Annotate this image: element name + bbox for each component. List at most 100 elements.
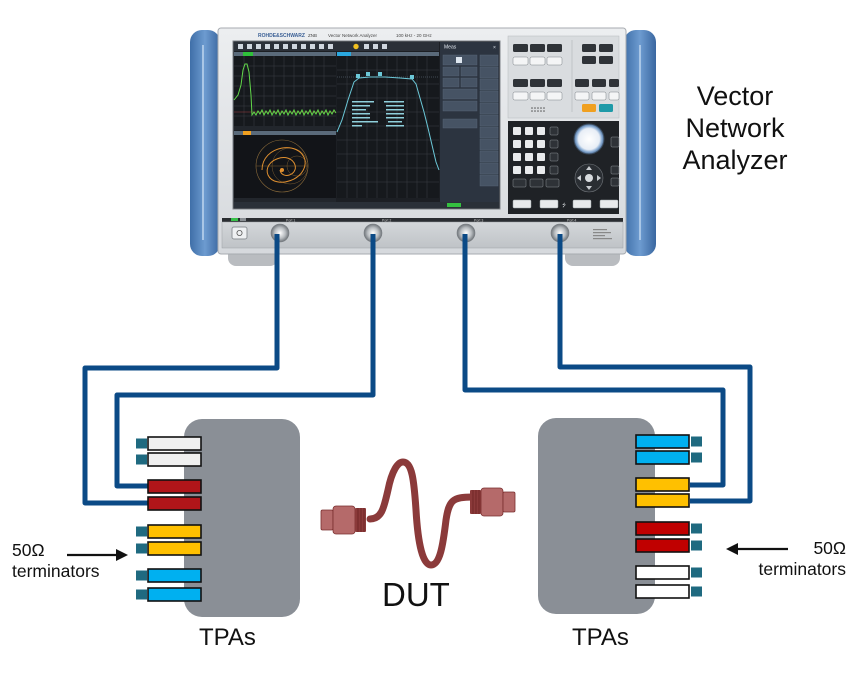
key-touch[interactable] <box>610 177 620 187</box>
hardkey-sys[interactable] <box>609 79 619 87</box>
key-7[interactable] <box>513 127 521 135</box>
usb-port-1[interactable] <box>512 199 532 209</box>
terminator-left-5 <box>136 526 147 537</box>
rotary-knob-icon[interactable] <box>573 123 605 155</box>
hardkey-start[interactable] <box>582 44 596 52</box>
key-unit-m[interactable] <box>549 139 559 149</box>
hardkey-ch[interactable] <box>547 79 562 87</box>
cable-port-3 <box>462 234 726 488</box>
terminator-right-2 <box>691 452 702 463</box>
key-esc[interactable] <box>512 178 527 188</box>
hardkey-meas[interactable] <box>513 44 528 52</box>
tpa-left-connector-8 <box>147 587 202 602</box>
hardkey-trigger[interactable] <box>529 91 546 101</box>
key-minus[interactable] <box>537 166 545 174</box>
key-decimal[interactable] <box>525 166 533 174</box>
power-button-icon[interactable] <box>231 226 248 240</box>
tpa-left-connector-6 <box>147 541 202 556</box>
tpa-right-connector-3 <box>635 477 690 492</box>
hardkey-scale[interactable] <box>547 44 562 52</box>
hardkey-windows[interactable] <box>608 91 620 101</box>
hardkey-stimulus[interactable] <box>513 79 528 87</box>
port-2-label: Port 2 <box>382 218 391 222</box>
tpa-left-body <box>184 419 300 617</box>
key-unit-x1[interactable] <box>549 165 559 175</box>
terminators-left-line-1: 50Ω <box>12 540 45 560</box>
hardkey-display[interactable] <box>574 91 590 101</box>
hardkey-help[interactable] <box>599 104 613 112</box>
dut-connector-right <box>470 487 516 517</box>
tpa-right-connector-6 <box>635 538 690 553</box>
key-0[interactable] <box>513 166 521 174</box>
terminator-arrow-right <box>726 543 788 555</box>
hardkey-preset[interactable] <box>582 104 596 112</box>
key-3[interactable] <box>537 153 545 161</box>
hardkey-center[interactable] <box>582 56 596 64</box>
port-1-label: Port 1 <box>286 218 295 222</box>
arrow-keys-icon[interactable] <box>574 163 604 193</box>
hardkey-setup[interactable] <box>591 91 607 101</box>
tpa-left-connector-2 <box>147 452 202 467</box>
tpa-left-connector-5 <box>147 524 202 539</box>
frequency-range-label: 100 kHz - 20 GHz <box>396 33 433 38</box>
key-4[interactable] <box>513 140 521 148</box>
key-1[interactable] <box>513 153 521 161</box>
terminators-label-right: 50Ω terminators <box>746 538 846 580</box>
tpa-right <box>538 418 702 614</box>
key-focus[interactable] <box>610 165 620 175</box>
tpa-left <box>136 419 300 617</box>
terminator-left-8 <box>136 589 147 600</box>
hardkey-format[interactable] <box>530 44 545 52</box>
tpa-right-label: TPAs <box>572 624 629 651</box>
usb-port-2[interactable] <box>539 199 559 209</box>
port-1-connector[interactable] <box>270 223 290 243</box>
hardkey-lines[interactable] <box>529 56 546 66</box>
key-9[interactable] <box>537 127 545 135</box>
tpa-right-connector-2 <box>635 450 690 465</box>
hardkey-print[interactable] <box>592 79 606 87</box>
key-2[interactable] <box>525 153 533 161</box>
hardkey-trace-config[interactable] <box>512 56 529 66</box>
hardkey-file[interactable] <box>575 79 589 87</box>
softkey-panel-title: Meas <box>444 45 457 51</box>
usb-port-3[interactable] <box>572 199 592 209</box>
hardkey-sweep[interactable] <box>530 79 545 87</box>
port-4-label: Port 4 <box>567 218 576 222</box>
key-6[interactable] <box>537 140 545 148</box>
hardkey-marker[interactable] <box>546 56 563 66</box>
tpa-right-body <box>538 418 655 614</box>
dut-cable <box>320 458 516 569</box>
vna-title-label: Vector Network Analyzer <box>660 80 810 176</box>
tpa-left-connector-1 <box>147 436 202 451</box>
dut-label: DUT <box>382 576 450 613</box>
key-backspace[interactable] <box>529 178 544 188</box>
terminator-right-8 <box>691 586 702 597</box>
usb-port-4[interactable] <box>599 199 619 209</box>
key-8[interactable] <box>525 127 533 135</box>
key-5[interactable] <box>525 140 533 148</box>
analyzer-keypad-panel: ⭍ <box>508 121 620 214</box>
tpa-left-connector-4 <box>147 496 202 511</box>
instrument-name-label: Vector Network Analyzer <box>328 33 378 38</box>
hardkey-cal[interactable] <box>512 91 529 101</box>
screen-status-bar <box>234 202 499 208</box>
tpa-right-connector-4 <box>635 493 690 508</box>
dut-cable-body <box>366 458 476 569</box>
screen-toolbar <box>234 42 439 51</box>
hardkey-span[interactable] <box>599 56 613 64</box>
key-unit-g[interactable] <box>549 126 559 136</box>
terminators-right-line-2: terminators <box>758 559 846 579</box>
screen-trace-spectrum <box>233 52 337 130</box>
key-undo[interactable] <box>610 136 620 148</box>
terminators-right-line-1: 50Ω <box>813 538 846 558</box>
tpa-right-connector-8 <box>635 584 690 599</box>
hardkey-stop[interactable] <box>599 44 613 52</box>
terminators-label-left: 50Ω terminators <box>12 540 100 582</box>
terminator-right-6 <box>691 540 702 551</box>
screen-trace-bandpass <box>336 52 440 198</box>
key-enter[interactable] <box>545 178 560 188</box>
tpa-left-connector-7 <box>147 568 202 583</box>
hardkey-meas-config[interactable] <box>546 91 563 101</box>
key-unit-k[interactable] <box>549 152 559 162</box>
